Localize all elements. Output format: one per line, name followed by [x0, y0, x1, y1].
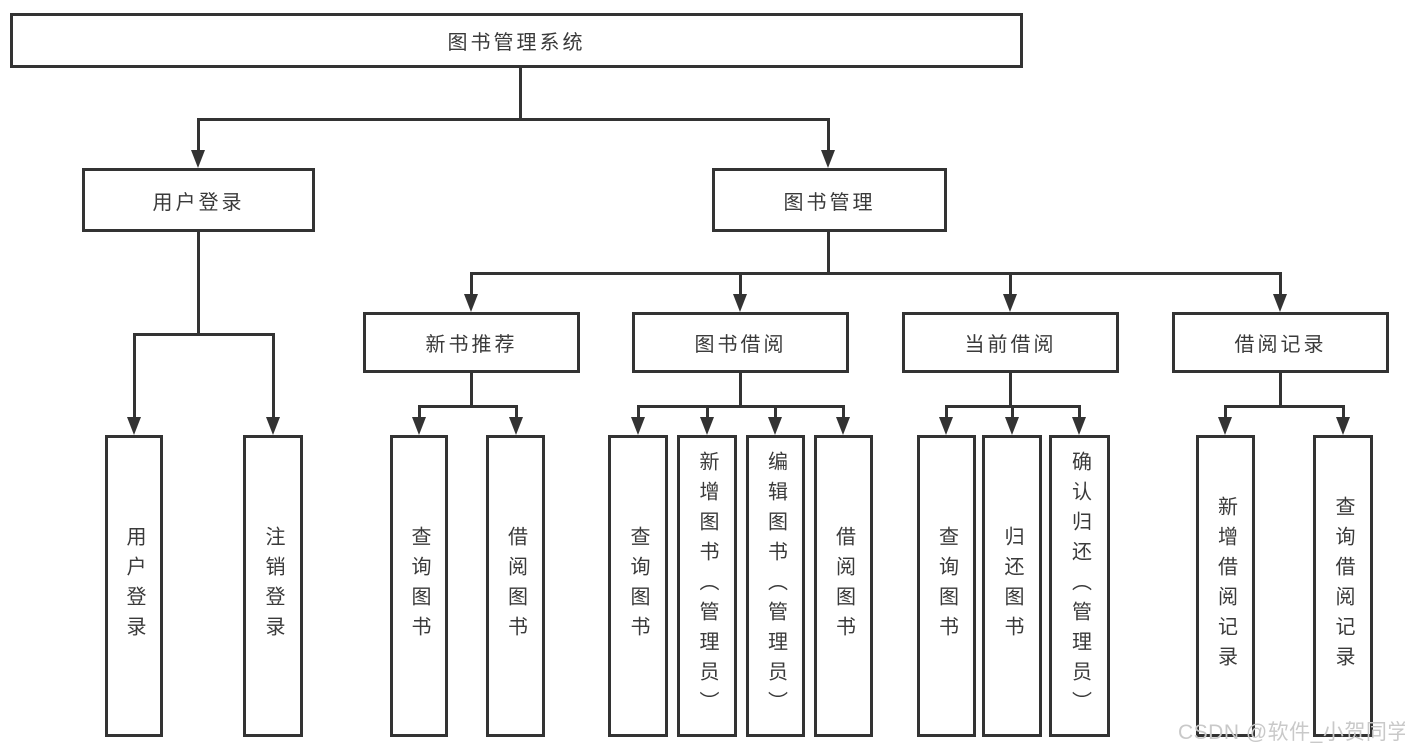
connector-line	[515, 405, 518, 419]
leaf-query-borrow-record: 查询借阅记录	[1313, 435, 1373, 737]
arrow-down-icon	[509, 417, 523, 435]
connector-line	[1009, 373, 1012, 407]
connector-line	[739, 373, 742, 407]
leaf-add-books-admin: 新增图书（管理员）	[677, 435, 737, 737]
node-label: 新增借阅记录	[1214, 496, 1237, 676]
node-book-borrowing: 图书借阅	[632, 312, 849, 373]
node-label: 图书借阅	[694, 334, 787, 356]
csdn-watermark: CSDN @软件_小贺同学	[1178, 721, 1405, 744]
node-label: 确认归还（管理员）	[1068, 451, 1091, 721]
connector-line	[827, 232, 830, 274]
connector-line	[842, 405, 845, 419]
arrow-down-icon	[1218, 417, 1232, 435]
node-label: 借阅记录	[1234, 334, 1327, 356]
node-label: 图书管理	[783, 191, 876, 214]
connector-line	[1224, 405, 1227, 419]
leaf-user-login: 用户登录	[105, 435, 163, 737]
leaf-borrow-books: 借阅图书	[814, 435, 873, 737]
arrow-down-icon	[1072, 417, 1086, 435]
arrow-down-icon	[821, 150, 835, 168]
connector-line	[470, 272, 1282, 275]
connector-line	[197, 232, 200, 335]
node-label: 当前借阅	[964, 334, 1057, 356]
node-label: 编辑图书（管理员）	[764, 451, 787, 721]
leaf-confirm-return-admin: 确认归还（管理员）	[1049, 435, 1110, 737]
node-label: 用户登录	[152, 191, 245, 214]
arrow-down-icon	[939, 417, 953, 435]
arrow-down-icon	[464, 294, 478, 312]
node-borrowing-records: 借阅记录	[1172, 312, 1389, 373]
arrow-down-icon	[733, 294, 747, 312]
node-label: 新增图书（管理员）	[696, 451, 718, 721]
connector-line	[1078, 405, 1081, 419]
connector-line	[1279, 272, 1282, 296]
leaf-query-books-current: 查询图书	[917, 435, 976, 737]
arrow-down-icon	[191, 150, 205, 168]
arrow-down-icon	[631, 417, 645, 435]
node-current-borrowing: 当前借阅	[902, 312, 1119, 373]
leaf-borrow-books-recommend: 借阅图书	[486, 435, 545, 737]
connector-line	[1279, 373, 1282, 407]
node-label: 查询图书	[627, 526, 649, 646]
node-label: 新书推荐	[425, 334, 518, 356]
connector-line	[418, 405, 421, 419]
leaf-add-borrow-record: 新增借阅记录	[1196, 435, 1255, 737]
node-label: 查询借阅记录	[1332, 496, 1354, 676]
connector-line	[706, 405, 709, 419]
node-label: 图书管理系统	[447, 32, 586, 54]
connector-line	[827, 118, 830, 152]
arrow-down-icon	[1336, 417, 1350, 435]
arrow-down-icon	[1005, 417, 1019, 435]
leaf-edit-books-admin: 编辑图书（管理员）	[746, 435, 805, 737]
leaf-return-books: 归还图书	[982, 435, 1042, 737]
connector-line	[519, 68, 522, 121]
connector-line	[1224, 405, 1344, 408]
leaf-query-books-borrowing: 查询图书	[608, 435, 668, 737]
node-new-book-recommendation: 新书推荐	[363, 312, 580, 373]
connector-line	[1342, 405, 1345, 419]
connector-line	[197, 118, 830, 121]
node-label: 用户登录	[123, 526, 145, 646]
node-user-login: 用户登录	[82, 168, 315, 232]
node-label: 归还图书	[1001, 526, 1023, 646]
node-label: 借阅图书	[832, 526, 855, 646]
arrow-down-icon	[266, 417, 280, 435]
node-label: 查询图书	[408, 526, 430, 646]
node-label: 注销登录	[262, 526, 284, 646]
connector-line	[1009, 272, 1012, 296]
arrow-down-icon	[1273, 294, 1287, 312]
connector-line	[470, 272, 473, 296]
leaf-logout: 注销登录	[243, 435, 303, 737]
connector-line	[637, 405, 845, 408]
connector-line	[133, 333, 136, 419]
connector-line	[133, 333, 275, 336]
arrow-down-icon	[1003, 294, 1017, 312]
arrow-down-icon	[836, 417, 850, 435]
connector-line	[272, 333, 275, 419]
connector-line	[418, 405, 518, 408]
arrow-down-icon	[412, 417, 426, 435]
leaf-query-books-recommend: 查询图书	[390, 435, 448, 737]
connector-line	[774, 405, 777, 419]
arrow-down-icon	[127, 417, 141, 435]
connector-line	[637, 405, 640, 419]
node-book-management: 图书管理	[712, 168, 947, 232]
node-library-management-system: 图书管理系统	[10, 13, 1023, 68]
node-label: 借阅图书	[504, 526, 527, 646]
connector-line	[945, 405, 948, 419]
node-label: 查询图书	[935, 526, 958, 646]
connector-line	[739, 272, 742, 296]
arrow-down-icon	[768, 417, 782, 435]
arrow-down-icon	[700, 417, 714, 435]
connector-line	[1011, 405, 1014, 419]
connector-line	[197, 118, 200, 152]
connector-line	[470, 373, 473, 407]
